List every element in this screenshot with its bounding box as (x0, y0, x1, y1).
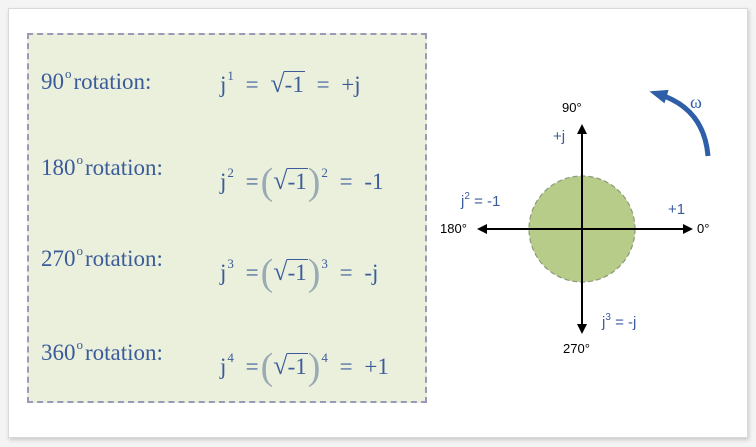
equation-row-180: 180orotation: j2 =(√-1)2 = -1 (29, 145, 425, 203)
j-squared-label: j2 = -1 (460, 191, 500, 210)
square-root: √-1 (270, 69, 305, 98)
curved-arrow-icon (649, 89, 711, 157)
square-root: √-1 (273, 257, 308, 286)
equation-panel: 90orotation: j1 = √-1 = +j 180orotation:… (27, 33, 427, 403)
rotation-expression: j2 =(√-1)2 = -1 (220, 161, 384, 203)
rotation-expression: j1 = √-1 = +j (220, 68, 361, 98)
equation-row-360: 360orotation: j4 =(√-1)4 = +1 (29, 330, 425, 388)
j-cubed-label: j3 = -j (601, 312, 636, 331)
plus-one-label: +1 (668, 201, 685, 218)
rotation-label: 90orotation: (41, 66, 152, 94)
omega-label: ω (690, 92, 702, 112)
rotation-expression: j4 =(√-1)4 = +1 (220, 346, 389, 388)
equation-row-270: 270orotation: j3 =(√-1)3 = -j (29, 236, 425, 294)
equation-row-90: 90orotation: j1 = √-1 = +j (29, 59, 425, 107)
rotation-label: 180orotation: (41, 152, 163, 180)
angle-270-label: 270° (563, 341, 590, 356)
square-root: √-1 (273, 351, 308, 380)
angle-180-label: 180° (440, 221, 467, 236)
rotation-label: 360orotation: (41, 337, 163, 365)
rotation-expression: j3 =(√-1)3 = -j (220, 252, 379, 294)
rotation-label: 270orotation: (41, 243, 163, 271)
square-root: √-1 (273, 166, 308, 195)
angle-90-label: 90° (562, 100, 582, 115)
plus-j-label: +j (553, 128, 565, 145)
angle-0-label: 0° (697, 221, 709, 236)
